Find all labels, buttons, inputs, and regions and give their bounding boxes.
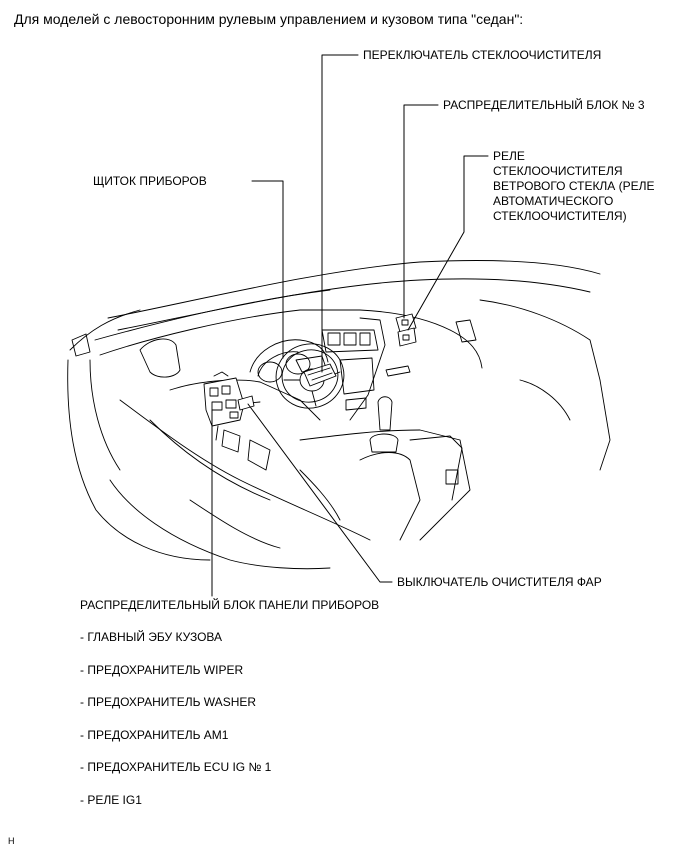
list-item: - ПРЕДОХРАНИТЕЛЬ AM1 <box>80 727 229 742</box>
instrument-cluster-drawing <box>249 339 329 383</box>
label-wiper-relay-line: РЕЛЕ <box>493 149 525 163</box>
list-item: - ПРЕДОХРАНИТЕЛЬ ECU IG № 1 <box>80 760 272 775</box>
list-item: - ПРЕДОХРАНИТЕЛЬ WIPER <box>80 662 244 677</box>
panel-junction-block-heading: РАСПРЕДЕЛИТЕЛЬНЫЙ БЛОК ПАНЕЛИ ПРИБОРОВ <box>80 598 380 612</box>
label-junction-block-3: РАСПРЕДЕЛИТЕЛЬНЫЙ БЛОК № 3 <box>443 98 645 112</box>
dashboard-outline <box>67 260 611 570</box>
label-wiper-relay-line: СТЕКЛООЧИСТИТЕЛЯ) <box>493 209 627 223</box>
wiper-switch-drawing <box>303 363 337 387</box>
list-item: - ПРЕДОХРАНИТЕЛЬ WASHER <box>80 695 257 710</box>
list-item: - ГЛАВНЫЙ ЭБУ КУЗОВА <box>80 630 223 644</box>
leader-headlamp-cleaner-switch <box>247 403 393 583</box>
footer-mark: H <box>8 836 15 846</box>
list-item: - РЕЛЕ IG1 <box>80 792 142 807</box>
diagram-title: Для моделей с левосторонним рулевым упра… <box>14 11 524 27</box>
label-wiper-relay-line: СТЕКЛООЧИСТИТЕЛЯ <box>493 164 623 178</box>
label-headlamp-cleaner-switch: ВЫКЛЮЧАТЕЛЬ ОЧИСТИТЕЛЯ ФАР <box>397 575 602 589</box>
junction-block-3-drawing <box>395 313 417 347</box>
leader-wiper-switch <box>321 54 359 373</box>
label-wiper-relay: РЕЛЕ СТЕКЛООЧИСТИТЕЛЯ ВЕТРОВОГО СТЕКЛА (… <box>493 149 655 224</box>
leader-wiper-relay <box>407 155 489 331</box>
label-wiper-relay-line: АВТОМАТИЧЕСКОГО <box>493 194 614 208</box>
leader-lines <box>211 54 489 597</box>
label-instrument-cluster: ЩИТОК ПРИБОРОВ <box>93 174 207 188</box>
leader-junction-block-3 <box>403 104 439 319</box>
panel-junction-block-list: РАСПРЕДЕЛИТЕЛЬНЫЙ БЛОК ПАНЕЛИ ПРИБОРОВ -… <box>80 598 379 826</box>
leader-instrument-cluster <box>251 180 284 359</box>
label-wiper-switch: ПЕРЕКЛЮЧАТЕЛЬ СТЕКЛООЧИСТИТЕЛЯ <box>363 48 602 62</box>
label-wiper-relay-line: ВЕТРОВОГО СТЕКЛА (РЕЛЕ <box>493 179 655 193</box>
